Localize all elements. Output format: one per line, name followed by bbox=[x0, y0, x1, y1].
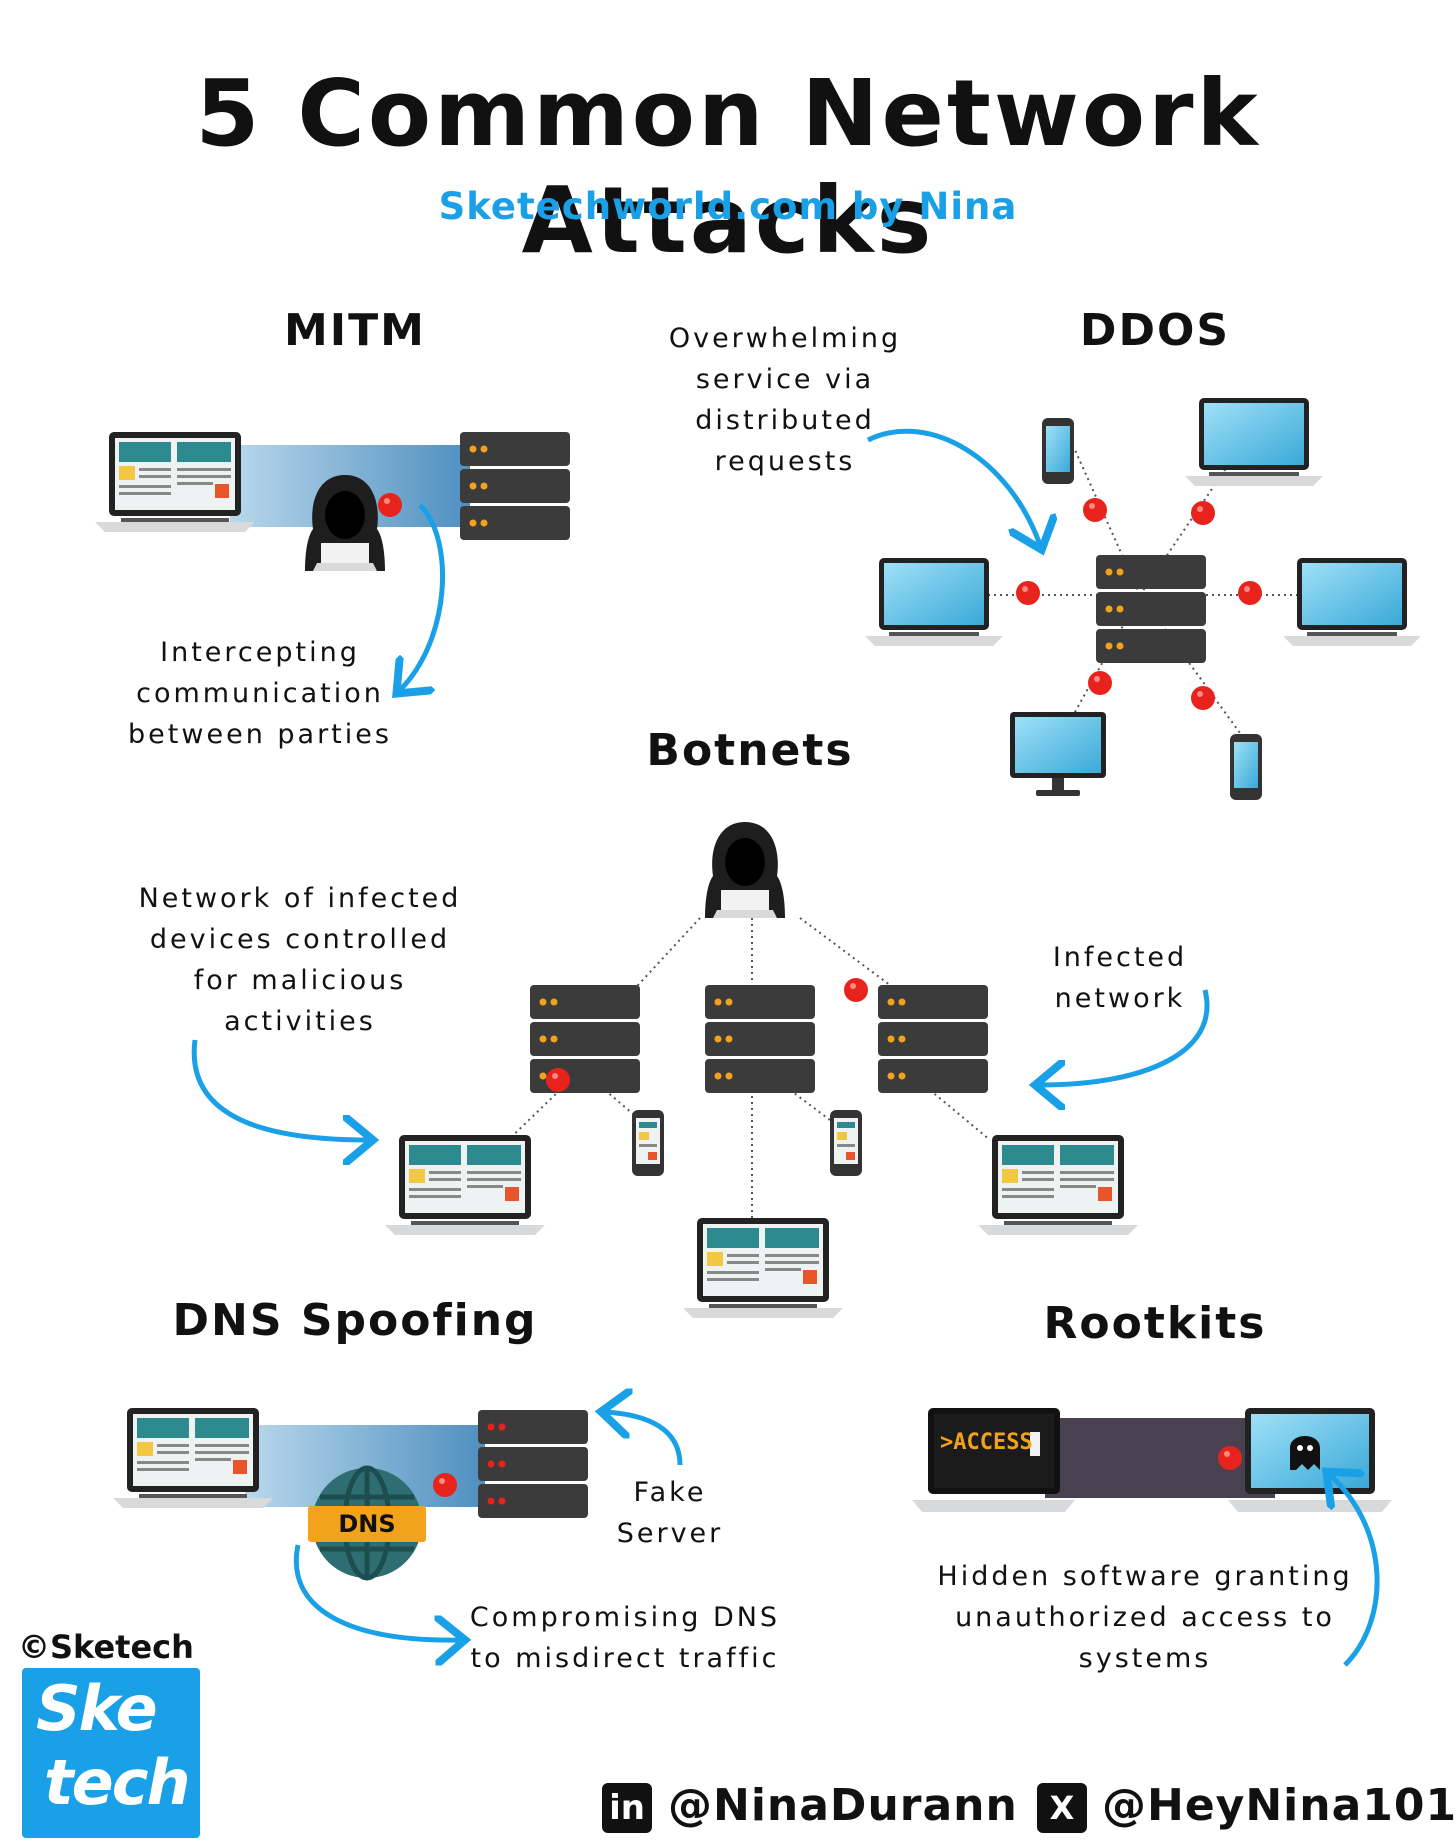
red-node-icon bbox=[546, 1068, 570, 1092]
phone-icon bbox=[830, 1110, 862, 1176]
server-icon bbox=[705, 985, 815, 1093]
heading-dns-spoofing: DNS Spoofing bbox=[172, 1295, 538, 1346]
phone-icon bbox=[1042, 418, 1074, 484]
server-icon bbox=[1096, 555, 1206, 663]
note-line: Intercepting bbox=[160, 637, 360, 668]
terminal-laptop-icon bbox=[912, 1408, 1075, 1512]
laptop-icon bbox=[865, 558, 1003, 646]
page-title: 5 Common Network Attacks bbox=[195, 60, 1261, 274]
laptop-icon bbox=[385, 1135, 545, 1235]
note-line: unauthorized access to bbox=[955, 1602, 1335, 1633]
heading-mitm: MITM bbox=[284, 305, 426, 356]
linkedin-icon[interactable]: in bbox=[602, 1783, 652, 1833]
x-handle[interactable]: @HeyNina101 bbox=[1102, 1780, 1456, 1831]
red-node-icon bbox=[1083, 498, 1107, 522]
subtitle: Sketechworld.com by Nina bbox=[438, 185, 1018, 228]
note-line: Fake bbox=[633, 1477, 707, 1508]
note-line: devices controlled bbox=[149, 924, 451, 955]
note-line: Hidden software granting bbox=[937, 1561, 1353, 1592]
logo-line: tech bbox=[44, 1746, 191, 1819]
red-node-icon bbox=[1016, 581, 1040, 605]
red-node-icon bbox=[378, 493, 402, 517]
hacker-icon bbox=[705, 822, 785, 918]
note-ddos: Overwhelming service via distributed req… bbox=[650, 318, 920, 482]
red-node-icon bbox=[1218, 1446, 1242, 1470]
laptop-icon bbox=[1283, 558, 1421, 646]
logo-line: Ske bbox=[36, 1672, 158, 1745]
arrow-icon bbox=[400, 503, 445, 690]
note-botnets-left: Network of infected devices controlled f… bbox=[120, 878, 480, 1042]
heading-rootkits: Rootkits bbox=[1043, 1298, 1267, 1349]
red-node-icon bbox=[844, 978, 868, 1002]
heading-botnets: Botnets bbox=[646, 725, 854, 776]
note-line: activities bbox=[224, 1006, 376, 1037]
note-line: between parties bbox=[128, 719, 392, 750]
botnets-diagram bbox=[191, 822, 1210, 1318]
note-line: for malicious bbox=[193, 965, 407, 996]
note-line: to misdirect traffic bbox=[470, 1643, 780, 1674]
dns-badge: DNS bbox=[338, 1510, 396, 1538]
arrow-icon bbox=[606, 1412, 683, 1466]
laptop-icon bbox=[683, 1218, 843, 1318]
terminal-command: ACCESS bbox=[953, 1430, 1033, 1455]
arrow-icon bbox=[191, 1039, 368, 1140]
red-node-icon bbox=[1191, 686, 1215, 710]
prompt-glyph: > bbox=[940, 1430, 954, 1455]
note-line: communication bbox=[136, 678, 384, 709]
phone-icon bbox=[632, 1110, 664, 1176]
heading-ddos: DDOS bbox=[1079, 305, 1231, 356]
note-dns: Compromising DNS to misdirect traffic bbox=[460, 1597, 790, 1679]
linkedin-handle[interactable]: @NinaDurann bbox=[668, 1780, 1018, 1831]
server-icon bbox=[878, 985, 988, 1093]
note-line: requests bbox=[714, 446, 856, 477]
note-line: Infected bbox=[1052, 942, 1188, 973]
note-line: Network of infected bbox=[138, 883, 462, 914]
note-line: systems bbox=[1078, 1643, 1212, 1674]
ddos-diagram bbox=[865, 398, 1421, 800]
arrow-icon bbox=[1040, 989, 1210, 1085]
mitm-diagram bbox=[95, 432, 570, 690]
note-line: Compromising DNS bbox=[469, 1602, 781, 1633]
laptop-icon bbox=[1185, 398, 1323, 486]
dns-spoofing-diagram bbox=[113, 1408, 683, 1640]
arrow-icon bbox=[866, 428, 1040, 545]
note-rootkits: Hidden software granting unauthorized ac… bbox=[930, 1556, 1360, 1679]
red-node-icon bbox=[1191, 501, 1215, 525]
red-node-icon bbox=[433, 1473, 457, 1497]
monitor-icon bbox=[1010, 712, 1106, 796]
note-line: network bbox=[1054, 983, 1186, 1014]
terminal-text: >ACCESS bbox=[940, 1430, 1033, 1455]
note-line: service via bbox=[695, 364, 875, 395]
arrow-icon bbox=[293, 1544, 460, 1640]
globe-icon bbox=[308, 1465, 426, 1581]
sketech-logo: Ske tech bbox=[22, 1668, 200, 1838]
red-node-icon bbox=[1238, 581, 1262, 605]
note-line: Server bbox=[616, 1518, 724, 1549]
note-line: Overwhelming bbox=[668, 323, 902, 354]
note-line: distributed bbox=[695, 405, 875, 436]
copyright: ©Sketech bbox=[18, 1628, 194, 1666]
note-mitm: Intercepting communication between parti… bbox=[110, 632, 410, 755]
red-node-icon bbox=[1088, 671, 1112, 695]
arrow-icon bbox=[1330, 1475, 1380, 1667]
phone-icon bbox=[1230, 734, 1262, 800]
note-fake-server: Fake Server bbox=[600, 1472, 740, 1554]
server-icon bbox=[460, 432, 570, 540]
note-botnets-right: Infected network bbox=[1020, 937, 1220, 1019]
laptop-icon bbox=[978, 1135, 1138, 1235]
rootkits-diagram bbox=[912, 1408, 1392, 1667]
fake-server-icon bbox=[478, 1410, 588, 1518]
x-icon[interactable]: X bbox=[1037, 1783, 1087, 1833]
